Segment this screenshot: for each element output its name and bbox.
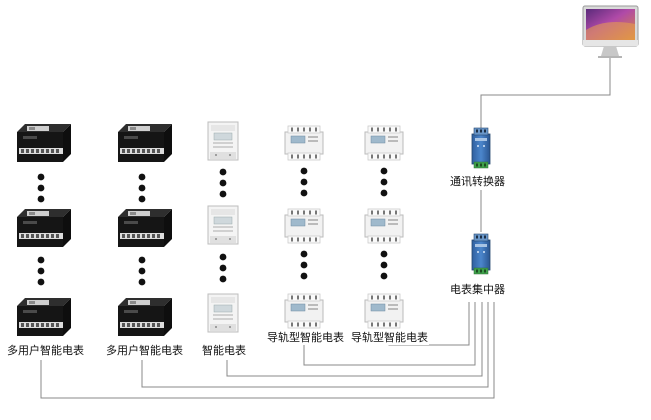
label-din-rail-meter-1: 导轨型智能电表 xyxy=(266,331,345,345)
ellipsis-dots xyxy=(138,173,146,203)
ellipsis-dots xyxy=(380,250,388,280)
ellipsis-dots xyxy=(219,168,227,198)
ellipsis-dots xyxy=(300,167,308,197)
label-converter: 通讯转换器 xyxy=(449,175,506,189)
din-rail-meter-icon xyxy=(364,293,404,329)
label-smart-meter: 智能电表 xyxy=(201,344,247,358)
multi-user-meter-icon xyxy=(17,209,71,247)
label-din-rail-meter-2: 导轨型智能电表 xyxy=(350,331,429,345)
wire-bus-din-1 xyxy=(303,302,476,366)
ellipsis-dots xyxy=(219,253,227,283)
ellipsis-dots xyxy=(380,167,388,197)
wire-bus-multi-1 xyxy=(40,302,495,399)
ellipsis-dots xyxy=(37,256,45,286)
wire-pc-converter xyxy=(480,56,611,128)
label-concentrator: 电表集中器 xyxy=(449,283,506,297)
din-rail-meter-icon xyxy=(284,293,324,329)
din-rail-meter-column-2 xyxy=(364,125,404,329)
din-rail-meter-icon xyxy=(284,125,324,161)
connection-wires xyxy=(40,56,611,399)
multi-user-meter-icon xyxy=(118,209,172,247)
ellipsis-dots xyxy=(138,256,146,286)
multi-user-meter-icon xyxy=(17,298,71,336)
meter-concentrator-icon xyxy=(471,233,491,275)
din-rail-meter-icon xyxy=(364,208,404,244)
multi-user-meter-icon xyxy=(17,124,71,162)
single-phase-meter-icon xyxy=(207,121,239,161)
multi-user-meter-column-2 xyxy=(118,124,172,336)
smart-meter-column xyxy=(207,121,239,333)
din-rail-meter-icon xyxy=(284,208,324,244)
wire-bus-smart-meter xyxy=(226,302,483,377)
label-multi-user-meter-1: 多用户智能电表 xyxy=(6,344,85,358)
single-phase-meter-icon xyxy=(207,205,239,245)
single-phase-meter-icon xyxy=(207,293,239,333)
multi-user-meter-icon xyxy=(118,124,172,162)
din-rail-meter-icon xyxy=(364,125,404,161)
ellipsis-dots xyxy=(37,173,45,203)
din-rail-meter-column-1 xyxy=(284,125,324,329)
monitor-icon xyxy=(582,5,639,58)
wire-bus-multi-2 xyxy=(141,302,489,388)
multi-user-meter-icon xyxy=(118,298,172,336)
multi-user-meter-column-1 xyxy=(17,124,71,336)
communication-converter-icon xyxy=(471,127,491,169)
label-multi-user-meter-2: 多用户智能电表 xyxy=(105,344,184,358)
ellipsis-dots xyxy=(300,250,308,280)
